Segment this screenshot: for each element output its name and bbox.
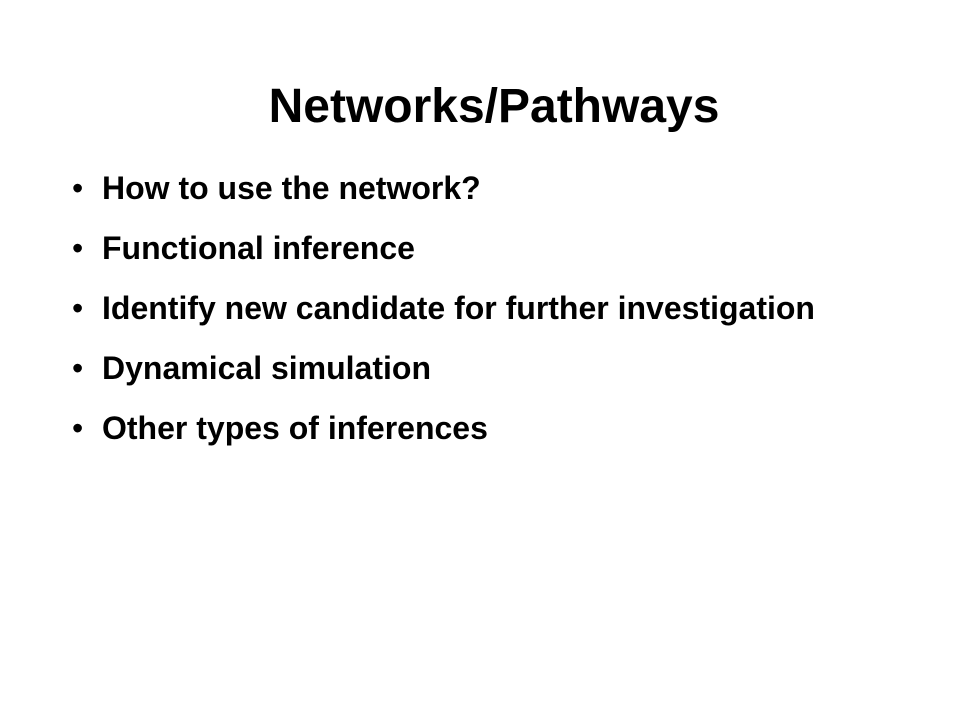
bullet-list: • How to use the network? • Functional i… [72, 166, 892, 466]
bullet-item: • Functional inference [72, 226, 892, 270]
bullet-dot-icon: • [72, 170, 84, 206]
slide-title: Networks/Pathways [268, 80, 720, 133]
bullet-dot-icon: • [72, 350, 84, 386]
bullet-text: Dynamical simulation [102, 350, 431, 386]
bullet-text: Other types of inferences [102, 410, 488, 446]
bullet-dot-icon: • [72, 410, 84, 446]
bullet-item: • Other types of inferences [72, 406, 892, 450]
bullet-dot-icon: • [72, 230, 84, 266]
bullet-text: Identify new candidate for further inves… [102, 290, 815, 326]
bullet-text: Functional inference [102, 230, 415, 266]
bullet-item: • Dynamical simulation [72, 346, 892, 390]
bullet-dot-icon: • [72, 290, 84, 326]
bullet-item: • How to use the network? [72, 166, 892, 210]
bullet-text: How to use the network? [102, 170, 481, 206]
bullet-item: • Identify new candidate for further inv… [72, 286, 892, 330]
